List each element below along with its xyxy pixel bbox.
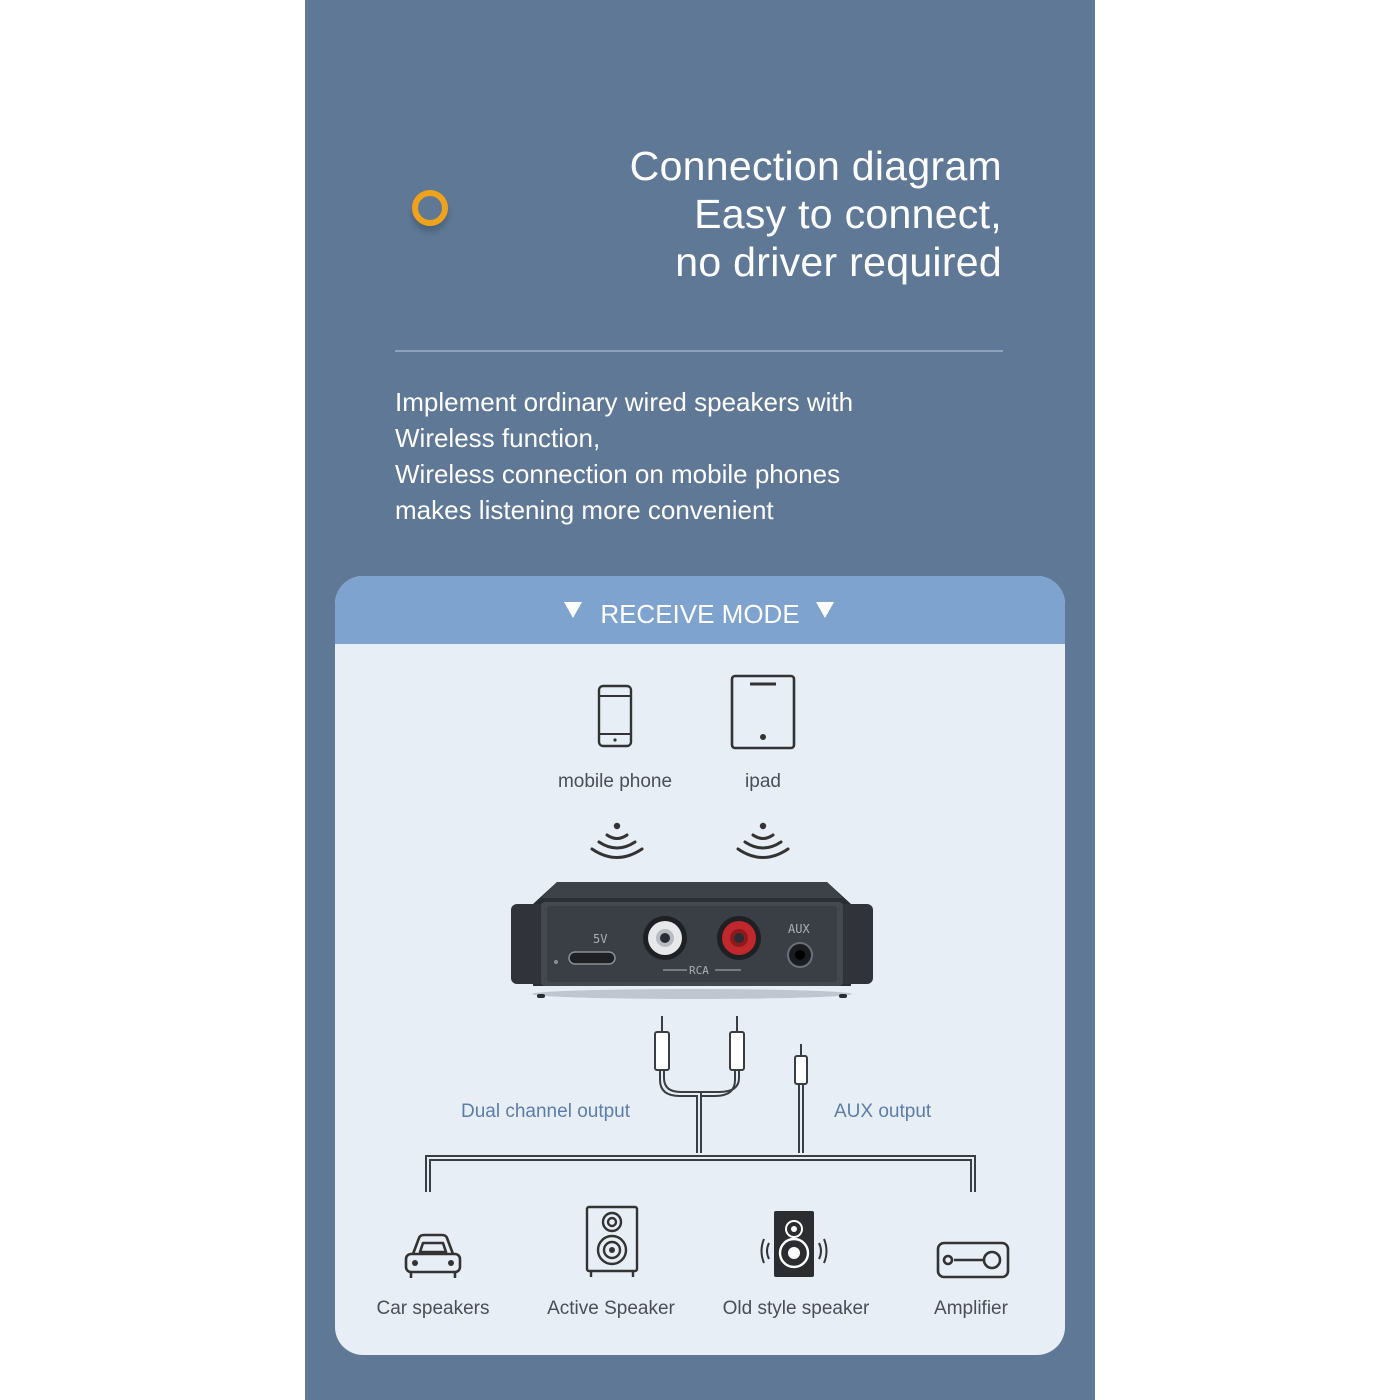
car-icon — [404, 1233, 462, 1278]
active-speaker-label: Active Speaker — [547, 1298, 675, 1319]
page-heading: Connection diagram Easy to connect, no d… — [630, 142, 1002, 286]
aux-output-label: AUX output — [834, 1101, 932, 1122]
mode-title: RECEIVE MODE — [600, 599, 800, 629]
ring-decoration-icon — [412, 190, 448, 226]
description-line-2: Wireless function, — [395, 423, 601, 453]
old-speaker-icon — [760, 1211, 828, 1277]
dual-channel-output-label: Dual channel output — [461, 1101, 631, 1122]
bluetooth-receiver-device: 5V RCA AUX — [511, 882, 873, 999]
cable-diagram — [425, 1016, 976, 1192]
mobile-phone-label: mobile phone — [557, 771, 673, 792]
port-label-aux: AUX — [788, 922, 810, 936]
mobile-phone-icon — [597, 684, 633, 748]
active-speaker-icon — [585, 1205, 639, 1277]
wireless-signal-icon — [736, 822, 790, 859]
description-line-1: Implement ordinary wired speakers with — [395, 387, 854, 417]
heading-line-1: Connection diagram — [629, 143, 1002, 189]
port-label-5v: 5V — [593, 932, 607, 946]
ipad-label: ipad — [745, 771, 781, 792]
port-label-rca: RCA — [689, 964, 709, 977]
amplifier-label: Amplifier — [934, 1298, 1008, 1319]
amplifier-icon — [936, 1241, 1010, 1279]
card-header: RECEIVE MODE — [335, 576, 1065, 644]
triangle-down-icon — [816, 602, 834, 618]
tablet-icon — [730, 674, 796, 750]
description-line-3: Wireless connection on mobile phones — [395, 459, 841, 489]
car-speakers-label: Car speakers — [376, 1298, 490, 1319]
old-style-speaker-label: Old style speaker — [722, 1298, 870, 1319]
triangle-down-icon — [564, 602, 582, 618]
heading-line-3: no driver required — [675, 239, 1002, 285]
heading-line-2: Easy to connect, — [694, 191, 1002, 237]
description: Implement ordinary wired speakers with W… — [395, 384, 853, 528]
wireless-signal-icon — [590, 822, 644, 859]
description-line-4: makes listening more convenient — [395, 495, 774, 525]
receive-mode-card: RECEIVE MODE mobile phone ipad 5V — [335, 576, 1065, 1355]
divider — [395, 350, 1003, 352]
